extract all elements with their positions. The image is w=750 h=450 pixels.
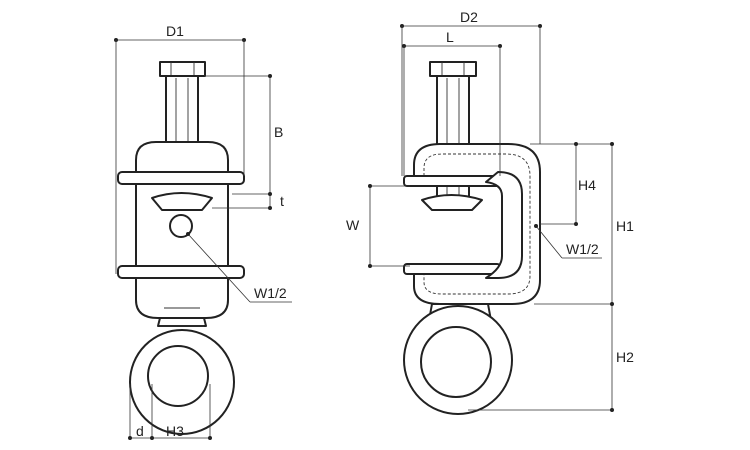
- side-eye-ring: [403, 303, 513, 415]
- label-w: W: [346, 217, 360, 233]
- label-w12-front: W1/2: [254, 285, 287, 301]
- label-l: L: [446, 29, 454, 45]
- label-d1: D1: [166, 23, 184, 39]
- label-d2: D2: [460, 9, 478, 25]
- front-dimensions: [114, 38, 292, 440]
- label-w12-side: W1/2: [566, 241, 599, 257]
- side-view: D2 L W H4 H1 W1/2 H2: [346, 9, 634, 415]
- label-b: B: [274, 124, 283, 140]
- side-clamp-body: [403, 143, 541, 305]
- label-d: d: [136, 423, 144, 439]
- label-h4: H4: [578, 177, 596, 193]
- front-eye-ring: [129, 317, 235, 435]
- front-view: D1 B t W1/2 d H3: [114, 23, 292, 440]
- label-h1: H1: [616, 218, 634, 234]
- side-dimensions: [368, 24, 614, 412]
- label-h3: H3: [166, 423, 184, 439]
- label-t: t: [280, 193, 284, 209]
- label-h2: H2: [616, 349, 634, 365]
- front-clamp-body: [117, 141, 245, 319]
- front-bolt: [159, 61, 206, 145]
